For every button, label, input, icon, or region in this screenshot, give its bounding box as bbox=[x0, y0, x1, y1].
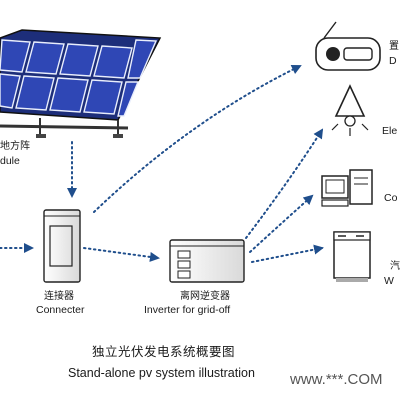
flow-inverter-to-computer bbox=[249, 194, 314, 253]
inverter-box bbox=[169, 239, 245, 283]
appliance-label-en: W bbox=[384, 275, 394, 287]
appliance-label-cn: 汽 bbox=[390, 261, 400, 272]
inverter-label-en: Inverter for grid-off bbox=[144, 304, 231, 316]
computer-icon bbox=[321, 169, 373, 207]
flow-inverter-to-appliance bbox=[251, 244, 324, 263]
diagram-title-en: Stand-alone pv system illustration bbox=[68, 366, 255, 380]
solar-panel-array bbox=[0, 29, 162, 138]
appliance-icon bbox=[333, 231, 371, 282]
radio-icon bbox=[315, 21, 381, 71]
flow-connector-to-radio bbox=[93, 65, 302, 213]
radio-label-cn: 置 bbox=[389, 41, 399, 52]
connector-box bbox=[43, 209, 81, 283]
connector-label-cn: 连接器 bbox=[44, 291, 74, 302]
lamp-icon bbox=[331, 84, 369, 136]
solar-array-label-en: dule bbox=[0, 155, 20, 167]
diagram-title-cn: 独立光伏发电系统概要图 bbox=[92, 344, 236, 359]
watermark: www.***.COM bbox=[290, 371, 383, 388]
flow-connector-to-inverter bbox=[83, 247, 160, 262]
inverter-label-cn: 离网逆变器 bbox=[180, 291, 230, 302]
lamp-label-en: Ele bbox=[382, 125, 398, 137]
flow-lines bbox=[0, 65, 324, 263]
flow-inverter-to-lamp bbox=[245, 128, 324, 239]
connector-label-en: Connecter bbox=[36, 304, 85, 316]
solar-array-label-cn: 地方阵 bbox=[0, 141, 30, 152]
computer-label-en: Co bbox=[384, 192, 398, 204]
radio-label-en: D bbox=[389, 55, 397, 67]
